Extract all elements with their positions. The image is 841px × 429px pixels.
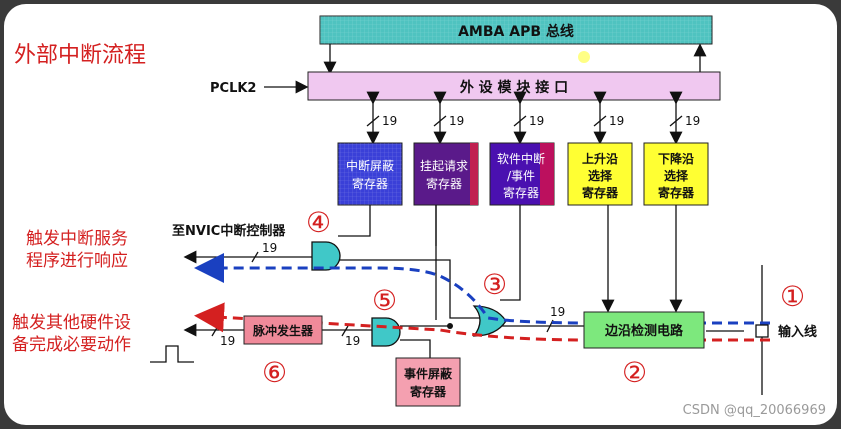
falling-edge-line3: 寄存器 <box>658 185 695 200</box>
bus-width-2: 19 <box>449 114 464 128</box>
interrupt-path <box>194 253 770 325</box>
step-marker-4: ④ <box>306 206 331 239</box>
cursor-highlight <box>578 51 590 63</box>
pending-request-line1: 挂起请求 <box>420 159 468 173</box>
bus-width-5: 19 <box>685 114 700 128</box>
bus-width-3: 19 <box>529 114 544 128</box>
event-path <box>194 302 770 342</box>
junction-node <box>447 323 453 329</box>
rising-edge-line2: 选择 <box>588 168 613 183</box>
rising-edge-line1: 上升沿 <box>582 151 618 166</box>
rising-edge-line3: 寄存器 <box>582 185 619 200</box>
pclk2-label: PCLK2 <box>210 81 256 96</box>
software-interrupt-register: 软件中断 /事件 寄存器 <box>489 142 555 206</box>
step-marker-5: ⑤ <box>372 284 397 317</box>
interrupt-mask-register: 中断屏蔽 寄存器 <box>337 142 403 206</box>
pulse-generator <box>243 315 323 345</box>
interrupt-mask-line2: 寄存器 <box>352 176 388 191</box>
event-and-gate <box>371 317 401 347</box>
software-interrupt-line1: 软件中断 <box>497 151 545 166</box>
peripheral-interface-label: 外 设 模 块 接 口 <box>460 79 568 96</box>
diagram-title: 外部中断流程 <box>14 43 146 68</box>
interrupt-mask-line1: 中断屏蔽 <box>346 158 394 173</box>
input-pin <box>755 324 769 338</box>
bus-width-and: 19 <box>345 334 360 348</box>
event-mask-line1: 事件屏蔽 <box>404 366 453 381</box>
event-mask-line2: 寄存器 <box>410 384 447 399</box>
interrupt-service-line1: 触发中断服务 <box>26 229 128 249</box>
pending-request-register: 挂起请求 寄存器 <box>413 142 479 206</box>
software-interrupt-line3: 寄存器 <box>503 185 539 200</box>
pending-request-line2: 寄存器 <box>426 176 462 191</box>
falling-edge-line2: 选择 <box>664 168 689 183</box>
falling-edge-line1: 下降沿 <box>658 151 694 166</box>
rising-edge-register: 上升沿 选择 寄存器 <box>567 142 633 206</box>
event-mask-register: 事件屏蔽 寄存器 <box>395 357 461 407</box>
bus-width-4: 19 <box>609 114 624 128</box>
register-bus-lines <box>366 91 683 145</box>
edge-detect-circuit <box>583 311 705 349</box>
software-interrupt-line2: /事件 <box>507 169 535 183</box>
bus-width-nvic: 19 <box>262 241 277 255</box>
step-marker-3: ③ <box>482 268 507 301</box>
nvic-label: 至NVIC中断控制器 <box>172 223 286 239</box>
edge-detect-label: 边沿检测电路 <box>604 323 684 339</box>
pulse-generator-label: 脉冲发生器 <box>252 323 314 338</box>
step-marker-1: ① <box>780 280 805 313</box>
interrupt-service-line2: 程序进行响应 <box>26 251 128 271</box>
other-hardware-line2: 备完成必要动作 <box>12 335 131 355</box>
watermark: CSDN @qq_20066969 <box>683 403 826 418</box>
other-hardware-line1: 触发其他硬件设 <box>12 313 131 333</box>
amba-bus-label: AMBA APB 总线 <box>458 23 574 40</box>
interrupt-and-gate <box>311 241 341 271</box>
bus-width-1: 19 <box>382 114 397 128</box>
step-marker-2: ② <box>622 356 647 389</box>
software-or-gate <box>472 305 507 337</box>
step-marker-6: ⑥ <box>262 356 287 389</box>
falling-edge-register: 下降沿 选择 寄存器 <box>643 142 709 206</box>
input-line-label: 输入线 <box>778 324 817 340</box>
bus-width-pulse: 19 <box>220 334 235 348</box>
pulse-waveform <box>150 345 194 363</box>
bus-width-edge: 19 <box>550 305 565 319</box>
